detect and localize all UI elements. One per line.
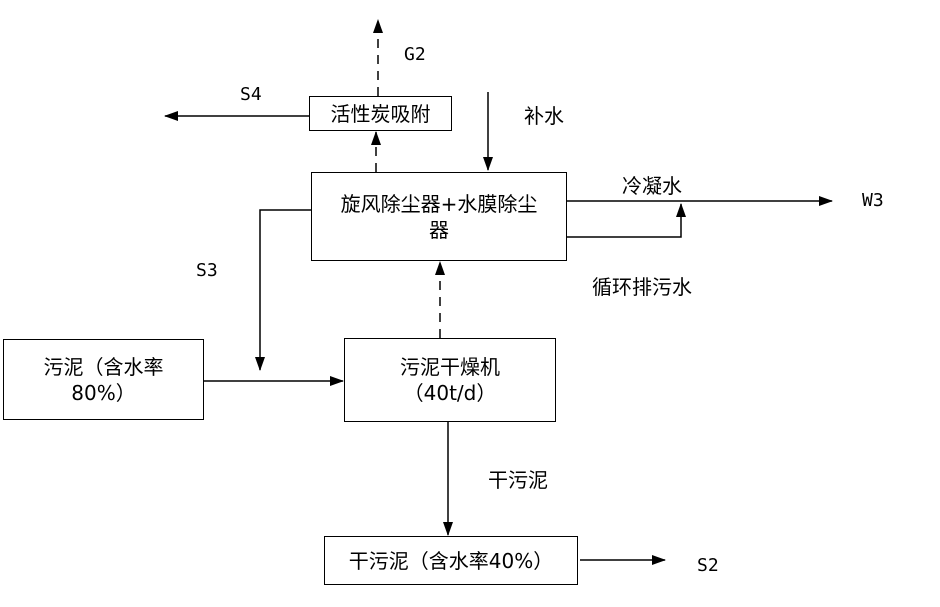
circulating-wastewater-label: 循环排污水: [592, 275, 692, 299]
sludge-dryer-label-line1: 污泥干燥机: [400, 355, 500, 379]
g2-label: G2: [404, 44, 426, 65]
dry-sludge-output-box: 干污泥（含水率40%）: [324, 536, 578, 585]
dry-sludge-label: 干污泥: [488, 468, 548, 492]
condensate-label: 冷凝水: [622, 174, 682, 198]
sludge-input-label-line1: 污泥（含水率: [43, 354, 164, 379]
dry-sludge-output-label: 干污泥（含水率40%）: [348, 548, 554, 573]
activated-carbon-label: 活性炭吸附: [330, 101, 431, 126]
dust-collector-label-line2: 器: [429, 217, 449, 242]
dust-collector-label-line1: 旋风除尘器+水膜除尘: [340, 191, 538, 216]
s4-label: S4: [240, 84, 262, 105]
w3-label: W3: [862, 190, 884, 211]
s3-return-arrow: [255, 209, 312, 371]
s2-label: S2: [697, 555, 719, 576]
circulating-wastewater-loop: [567, 203, 686, 238]
sludge-input-box: 污泥（含水率 80%）: [3, 339, 204, 420]
activated-carbon-box: 活性炭吸附: [309, 96, 452, 131]
sludge-dryer-box: 污泥干燥机 （40t/d）: [344, 338, 556, 422]
s3-label: S3: [196, 260, 218, 281]
sludge-dryer-label-line2: （40t/d）: [403, 381, 497, 405]
sludge-input-label-line2: 80%）: [71, 380, 136, 405]
dust-collector-box: 旋风除尘器+水膜除尘 器: [311, 172, 567, 261]
makeup-water-label: 补水: [524, 104, 564, 128]
